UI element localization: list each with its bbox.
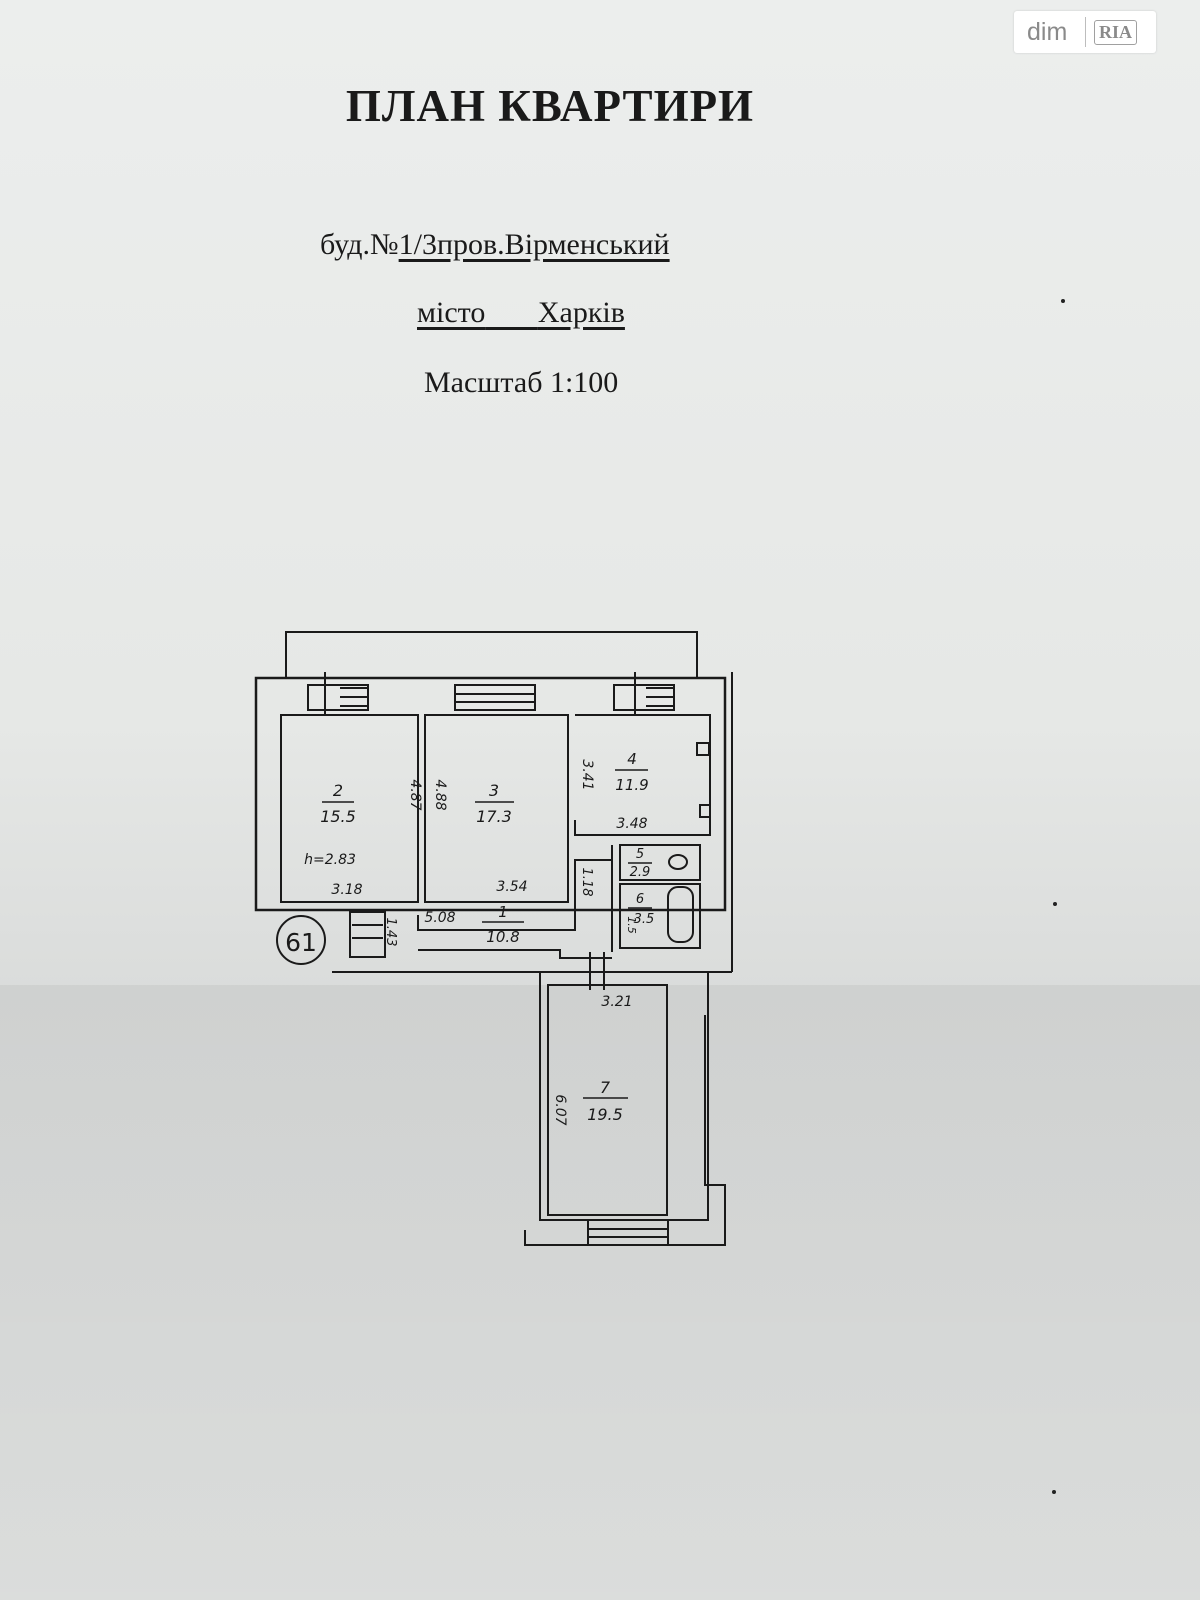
room-3-area: 17.3 xyxy=(476,807,512,826)
room-1-number: 1 xyxy=(498,903,508,921)
window-room-7 xyxy=(587,1219,669,1246)
dim-room3-length: 4.88 xyxy=(432,779,448,810)
dim-hall-length: 5.08 xyxy=(424,910,455,926)
dim-room7-length: 6.07 xyxy=(552,1094,568,1125)
room-7-lower-wall xyxy=(524,1015,726,1246)
scale-label: Масштаб 1:100 xyxy=(424,366,619,399)
room-7-outline xyxy=(547,984,668,1216)
city-label: місто xyxy=(417,296,486,329)
room-3-number: 3 xyxy=(489,781,499,800)
room-1-area: 10.8 xyxy=(486,928,519,946)
speck-3 xyxy=(1052,1490,1056,1494)
dim-room2-length: 4.87 xyxy=(407,779,423,810)
dim-bath-small: 1.5 xyxy=(625,916,638,934)
apartment-number: 61 xyxy=(285,928,317,957)
logo-divider xyxy=(1085,17,1086,47)
room-4-area: 11.9 xyxy=(615,776,648,794)
speck-2 xyxy=(1053,902,1057,906)
hall-lower-wall xyxy=(418,949,612,959)
logo-dim-text: dim xyxy=(1027,17,1068,46)
city-line: місто Харків xyxy=(417,296,625,330)
room-7-area: 19.5 xyxy=(587,1105,623,1124)
room-2-area: 15.5 xyxy=(320,807,356,826)
room-2-number: 2 xyxy=(333,781,343,800)
dim-room7-width: 3.21 xyxy=(601,994,632,1010)
fixture-stove xyxy=(696,742,710,756)
address-line: буд.№1/3пров.Вірменський xyxy=(320,228,670,262)
room-6-outline xyxy=(619,883,701,949)
room-3-outline xyxy=(424,714,569,903)
outer-wall-upper xyxy=(254,676,727,912)
room-7-number: 7 xyxy=(600,1078,611,1097)
apartment-number-circle xyxy=(276,915,326,965)
room-5-number: 5 xyxy=(636,847,644,862)
stair-box xyxy=(349,911,386,958)
room-6-area: 3.5 xyxy=(634,912,655,927)
room-4-outline xyxy=(574,714,711,836)
address-street: 1/3пров.Вірменський xyxy=(398,228,670,261)
dim-room2-width: 3.18 xyxy=(331,882,362,898)
dim-room2-height: h=2.83 xyxy=(304,852,356,868)
speck-1 xyxy=(1061,299,1065,303)
room-4-number: 4 xyxy=(627,750,637,768)
balcony-outline xyxy=(285,631,698,678)
toilet-icon xyxy=(668,854,688,870)
dimria-logo[interactable]: dim RIA xyxy=(1014,11,1156,53)
room-5-outline xyxy=(619,844,701,881)
hall-upper-wall xyxy=(417,859,612,931)
room-6-number: 6 xyxy=(636,892,644,907)
window-room-3 xyxy=(454,684,536,711)
dim-hall-width: 1.43 xyxy=(383,918,398,947)
dim-room3-width: 3.54 xyxy=(496,879,527,895)
logo-ria-text: RIA xyxy=(1094,19,1138,45)
dim-room4-length: 3.41 xyxy=(579,759,595,790)
dim-corridor-width: 1.18 xyxy=(579,868,594,897)
room-2-outline xyxy=(280,714,419,903)
address-prefix: буд.№ xyxy=(320,228,399,261)
room-5-area: 2.9 xyxy=(630,865,651,880)
page-title: ПЛАН КВАРТИРИ xyxy=(345,81,755,131)
city-name: Харків xyxy=(537,296,625,329)
dim-room4-width: 3.48 xyxy=(616,816,647,832)
bathtub-icon xyxy=(667,886,694,943)
photo-shadow xyxy=(0,985,1200,1600)
fixture-sink xyxy=(699,804,711,818)
